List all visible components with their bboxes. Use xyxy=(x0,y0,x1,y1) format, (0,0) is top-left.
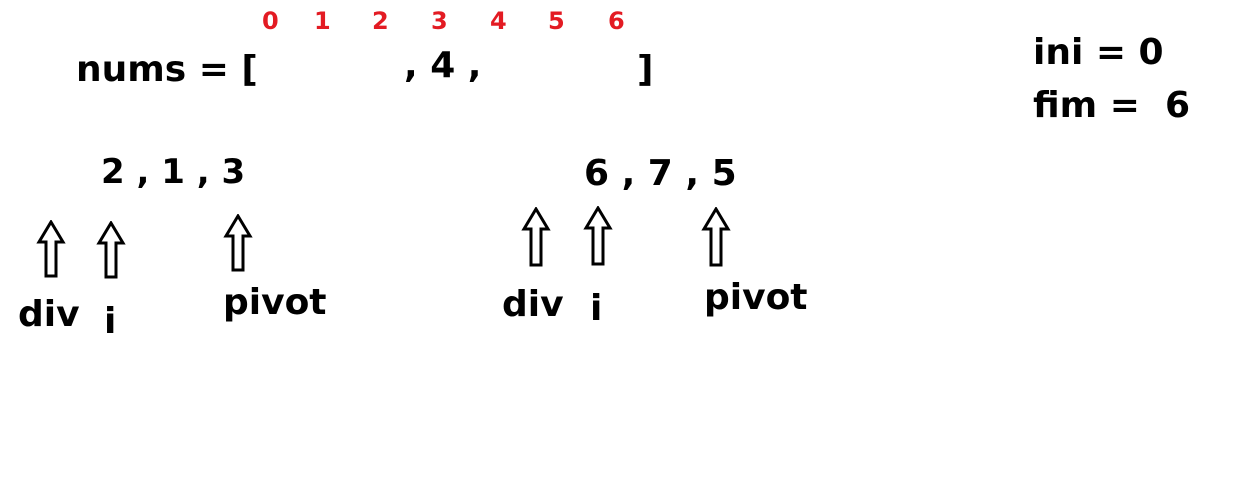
index-1: 1 xyxy=(314,7,331,35)
right-i-label: i xyxy=(590,288,603,329)
up-arrow-icon xyxy=(96,221,126,279)
index-5: 5 xyxy=(548,7,565,35)
up-arrow-icon xyxy=(583,206,613,266)
up-arrow-icon xyxy=(36,220,66,278)
right-pivot-label: pivot xyxy=(704,277,808,318)
nums-suffix: ] xyxy=(637,49,654,90)
right-values: 6 , 7 , 5 xyxy=(584,153,737,194)
up-arrow-icon xyxy=(701,207,731,267)
fim-label: fim = 6 xyxy=(1033,85,1191,126)
index-6: 6 xyxy=(608,7,625,35)
left-pivot-label: pivot xyxy=(223,282,327,323)
right-div-label: div xyxy=(502,284,564,325)
ini-label: ini = 0 xyxy=(1033,32,1164,73)
nums-prefix: nums = [ xyxy=(76,49,258,90)
nums-middle: , 4 , xyxy=(404,45,482,86)
index-0: 0 xyxy=(262,7,279,35)
up-arrow-icon xyxy=(223,214,253,272)
index-4: 4 xyxy=(490,7,507,35)
index-3: 3 xyxy=(431,7,448,35)
up-arrow-icon xyxy=(521,207,551,267)
left-div-label: div xyxy=(18,294,80,335)
index-2: 2 xyxy=(372,7,389,35)
left-i-label: i xyxy=(104,301,117,342)
left-values: 2 , 1 , 3 xyxy=(101,152,246,192)
